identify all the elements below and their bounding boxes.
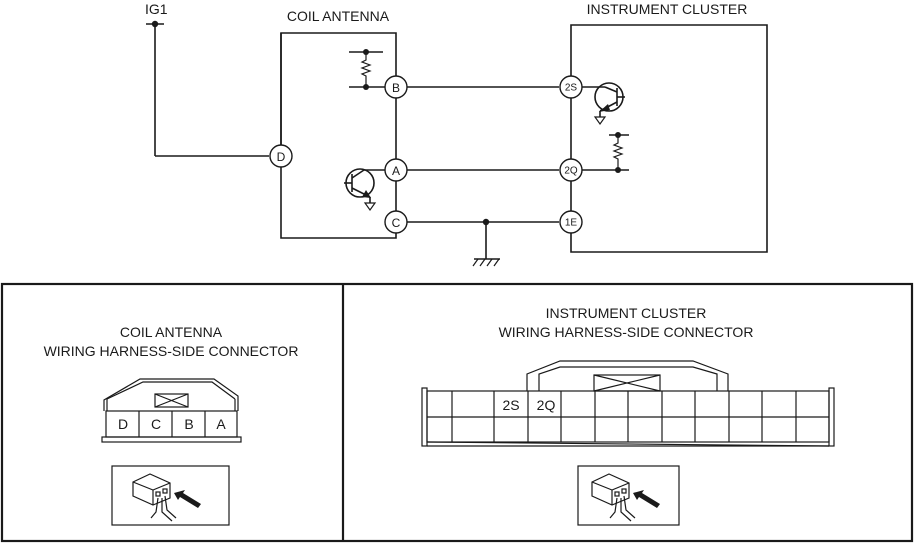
terminal-d: D	[269, 144, 293, 168]
harness-connector-view-icon	[111, 465, 230, 526]
cluster-connector-title-2: WIRING HARNESS-SIDE CONNECTOR	[499, 324, 754, 340]
coil-connector-title-1: COIL ANTENNA	[120, 324, 223, 340]
svg-text:D: D	[277, 150, 286, 164]
coil-connector-face	[101, 378, 242, 443]
terminal-1e: 1E	[559, 210, 583, 234]
instrument-cluster-title: INSTRUMENT CLUSTER	[587, 1, 748, 17]
coil-antenna-box	[280, 32, 397, 239]
svg-text:B: B	[392, 81, 400, 95]
terminal-b: B	[384, 75, 408, 99]
cluster-cavity-2s: 2S	[502, 397, 519, 413]
coil-cavity-b: B	[184, 416, 193, 432]
terminal-2q: 2Q	[559, 158, 583, 182]
coil-cavity-d: D	[118, 416, 128, 432]
cluster-connector-panel: INSTRUMENT CLUSTER WIRING HARNESS-SIDE C…	[421, 305, 835, 526]
harness-connector-view-icon	[577, 465, 680, 526]
connector-panels-frame	[0, 282, 914, 543]
svg-text:A: A	[392, 164, 400, 178]
cluster-cavity-2q: 2Q	[537, 397, 556, 413]
resistor-icon	[582, 132, 629, 173]
coil-cavity-c: C	[151, 416, 161, 432]
svg-text:2Q: 2Q	[564, 166, 578, 177]
svg-text:C: C	[392, 216, 401, 230]
transistor-icon	[582, 82, 625, 126]
cluster-connector-title-1: INSTRUMENT CLUSTER	[546, 305, 707, 321]
coil-connector-title-2: WIRING HARNESS-SIDE CONNECTOR	[44, 343, 299, 359]
instrument-cluster-box	[570, 24, 768, 253]
ig1-label: IG1	[145, 1, 168, 17]
coil-connector-panel: COIL ANTENNA WIRING HARNESS-SIDE CONNECT…	[44, 324, 299, 526]
svg-text:1E: 1E	[565, 218, 578, 229]
terminal-a: A	[384, 158, 408, 182]
resistor-icon	[349, 49, 386, 90]
coil-antenna-title: COIL ANTENNA	[287, 8, 390, 24]
transistor-icon	[344, 168, 386, 212]
coil-cavity-a: A	[216, 416, 226, 432]
cluster-connector-face	[421, 360, 835, 447]
terminal-2s: 2S	[559, 75, 583, 99]
ground-icon	[472, 218, 500, 267]
svg-text:2S: 2S	[565, 83, 578, 94]
terminal-c: C	[384, 210, 408, 234]
